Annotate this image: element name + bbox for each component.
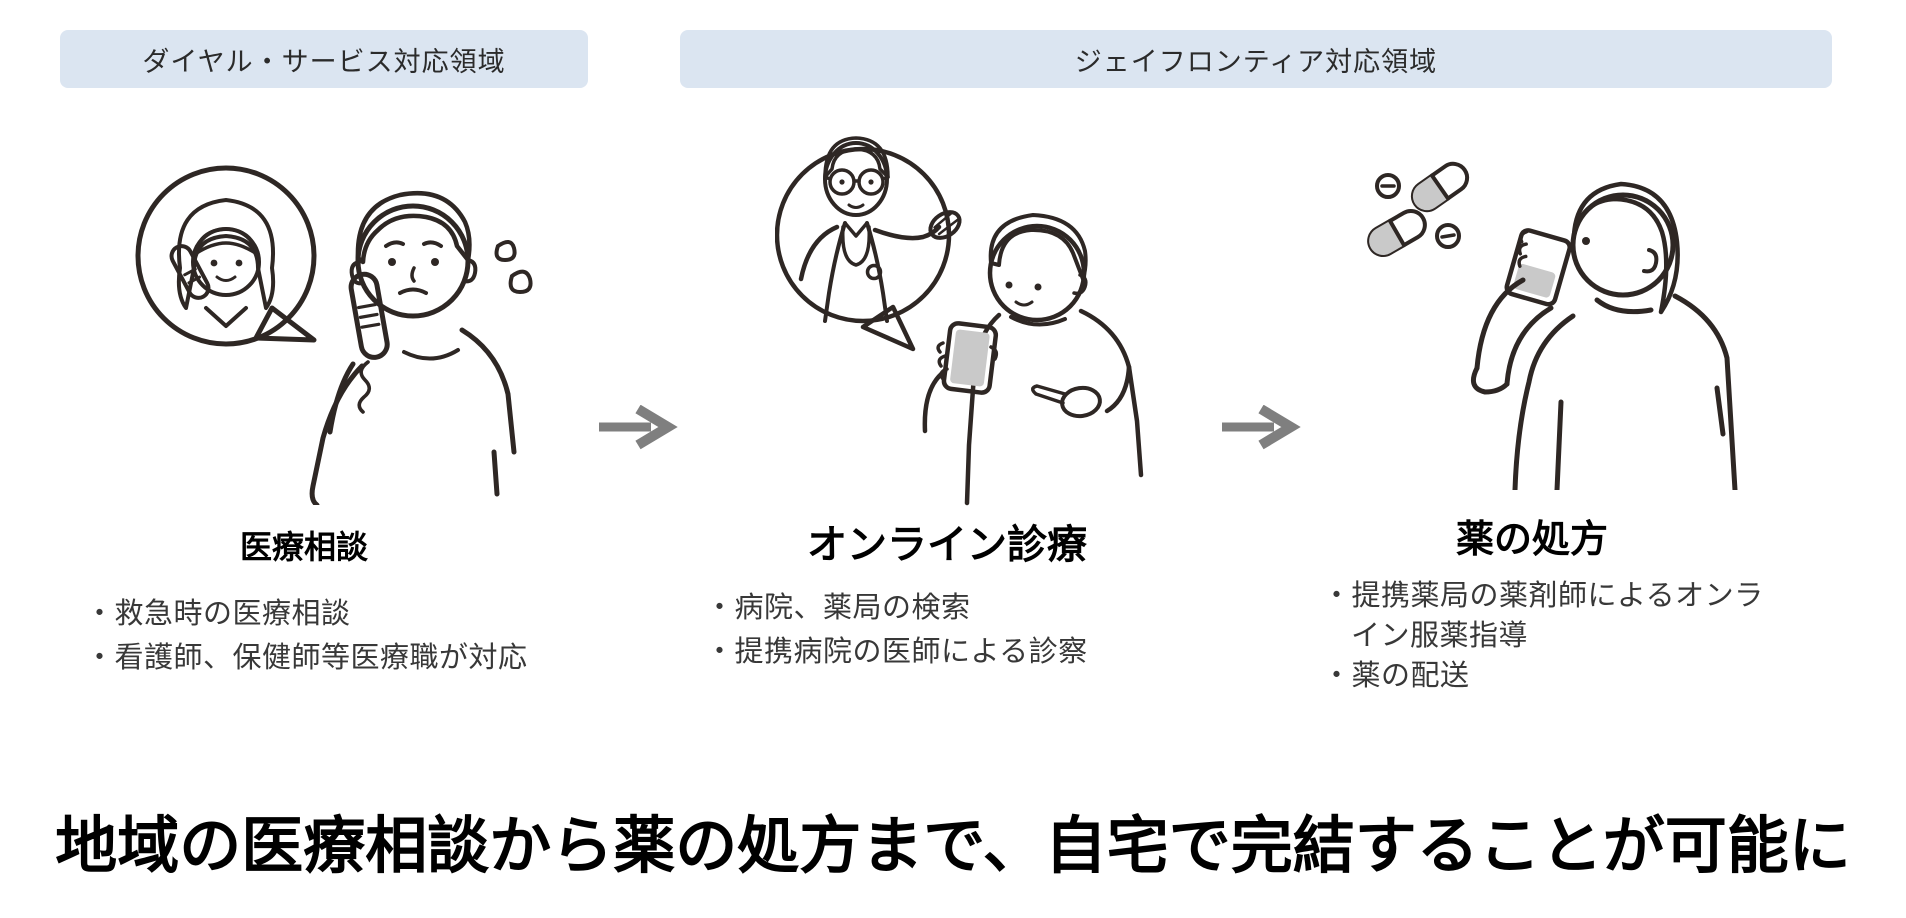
phone-consultation-illustration [135, 165, 533, 505]
flow-arrow-icon [1222, 405, 1301, 450]
dial-service-banner-label: ダイヤル・サービス対応領域 [142, 46, 506, 77]
smartphone-icon [941, 321, 999, 395]
bullets-prescription: ・提携薬局の薬剤師によるオンライン服薬指導 ・薬の配送 [1322, 576, 1777, 696]
bullets-medical-consultation: ・救急時の医療相談 ・看護師、保健師等医療職が対応 [85, 592, 565, 680]
glasses-icon [823, 168, 890, 196]
step-bullet: ・提携病院の医師による診察 [705, 636, 1088, 668]
online-doctor-illustration [775, 136, 1144, 506]
step-bullet: ・看護師、保健師等医療職が対応 [85, 642, 528, 674]
bullets-online-care: ・病院、薬局の検索 ・提携病院の医師による診察 [705, 586, 1185, 674]
jfrontier-banner-label: ジェイフロンティア対応領域 [1074, 46, 1438, 77]
drinking-glass-icon [1504, 228, 1572, 307]
headline: 地域の医療相談から薬の処方まで、自宅で完結することが可能に [55, 812, 1851, 881]
nurse-phone-handset-icon [169, 244, 211, 300]
pointing-finger-icon [1031, 384, 1102, 419]
step-title-online-care: オンライン診療 [807, 523, 1087, 567]
step-bullet: ・提携薬局の薬剤師によるオンライン服薬指導 [1322, 580, 1764, 652]
step-bullet: ・薬の配送 [1322, 660, 1470, 692]
sweat-drop-icon [494, 240, 517, 262]
dial-service-banner: ダイヤル・サービス対応領域 [60, 30, 588, 88]
pills-icon [1367, 161, 1470, 257]
doctor-open-hand-icon [928, 210, 962, 240]
taking-medicine-illustration [1367, 161, 1738, 490]
jfrontier-banner: ジェイフロンティア対応領域 [680, 30, 1832, 88]
flow-arrow-icon [599, 405, 678, 450]
step-bullet: ・救急時の医療相談 [85, 598, 351, 630]
step-bullet: ・病院、薬局の検索 [705, 592, 971, 624]
step-title-prescription: 薬の処方 [1455, 519, 1608, 561]
man-phone-handset-icon [348, 271, 390, 360]
sweat-drop-icon [508, 269, 533, 294]
step-title-medical-consultation: 医療相談 [239, 529, 368, 565]
stethoscope-icon [841, 225, 883, 281]
